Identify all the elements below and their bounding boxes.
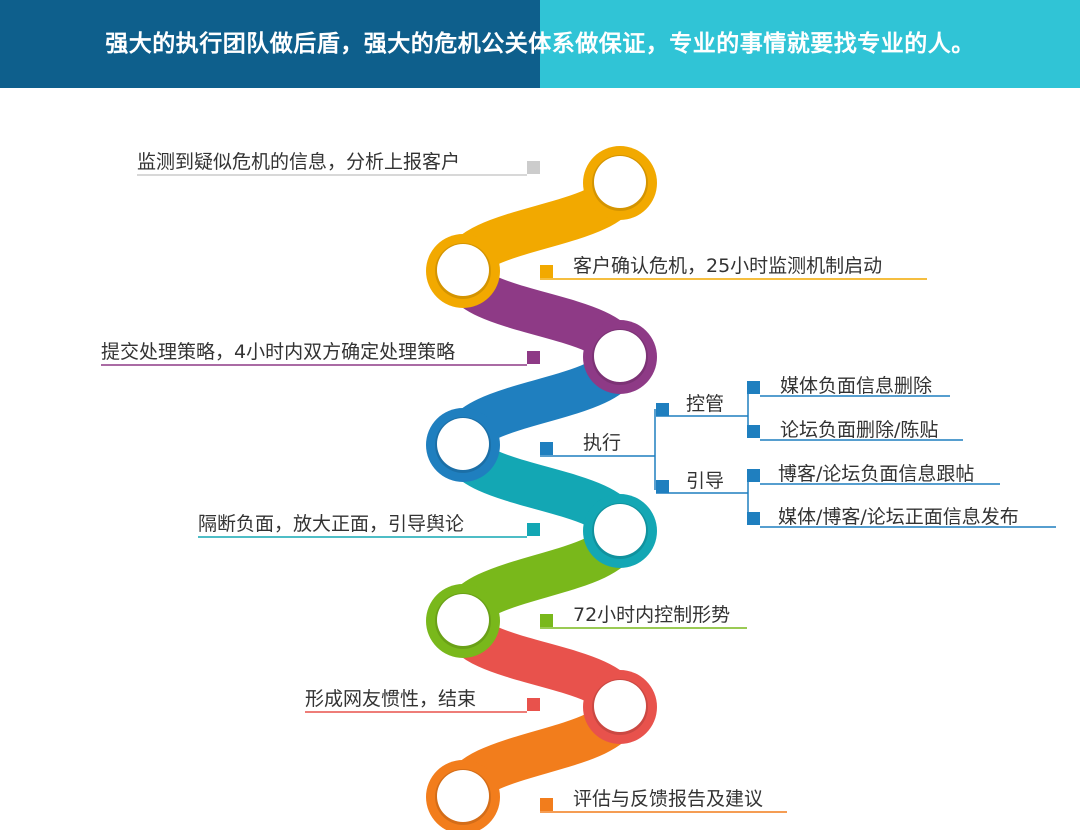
ring-hole-6: [594, 680, 646, 732]
ring-hole-2: [594, 330, 646, 382]
step-label-monitor: 监测到疑似危机的信息，分析上报客户: [137, 151, 461, 173]
leaf-marker-blog-reply: [747, 469, 760, 482]
execution-tree: [654, 381, 1056, 528]
step-marker-1: [540, 265, 553, 278]
leaf-label-forum-delete: 论坛负面删除/陈贴: [780, 419, 939, 441]
branch-marker-control: [656, 403, 669, 416]
branch-label-control: 控管: [686, 393, 725, 415]
step-marker-4: [527, 523, 540, 536]
branch-marker-guide: [656, 480, 669, 493]
step-marker-2: [527, 351, 540, 364]
step-label-control: 72小时内控制形势: [573, 604, 731, 626]
step-marker-3: [540, 442, 553, 455]
ring-hole-7: [437, 770, 489, 822]
ring-hole-5: [437, 594, 489, 646]
branch-label-guide: 引导: [686, 470, 725, 492]
step-marker-0: [527, 161, 540, 174]
header-banner: 强大的执行团队做后盾，强大的危机公关体系做保证，专业的事情就要找专业的人。: [0, 0, 1080, 88]
leaf-marker-forum-delete: [747, 425, 760, 438]
leaf-marker-positive-publish: [747, 512, 760, 525]
ring-layer: [426, 146, 657, 830]
ring-hole-4: [594, 504, 646, 556]
ring-hole-0: [594, 156, 646, 208]
ring-hole-3: [437, 418, 489, 470]
step-marker-6: [527, 698, 540, 711]
leaf-label-media-delete: 媒体负面信息删除: [780, 375, 933, 397]
label-line-layer: [101, 161, 927, 813]
step-marker-7: [540, 798, 553, 811]
step-marker-5: [540, 614, 553, 627]
leaf-label-blog-reply: 博客/论坛负面信息跟帖: [778, 463, 975, 485]
ring-hole-1: [437, 244, 489, 296]
step-label-execute: 执行: [583, 432, 622, 454]
step-label-report: 评估与反馈报告及建议: [573, 788, 764, 810]
leaf-label-positive-publish: 媒体/博客/论坛正面信息发布: [778, 506, 1019, 528]
step-label-strategy: 提交处理策略，4小时内双方确定处理策略: [101, 341, 456, 363]
step-label-confirm: 客户确认危机，25小时监测机制启动: [573, 255, 883, 277]
step-label-finish: 形成网友惯性，结束: [305, 688, 477, 710]
step-label-guide: 隔断负面，放大正面，引导舆论: [198, 513, 465, 535]
header-title: 强大的执行团队做后盾，强大的危机公关体系做保证，专业的事情就要找专业的人。: [105, 31, 975, 57]
leaf-marker-media-delete: [747, 381, 760, 394]
